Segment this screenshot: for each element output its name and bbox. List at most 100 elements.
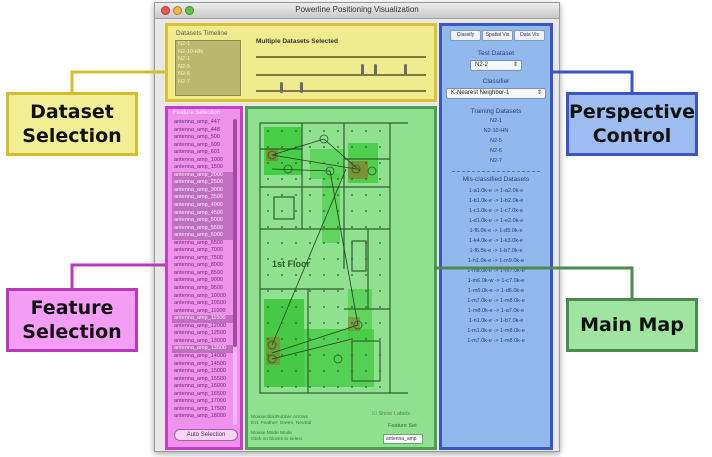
zoom-window-button[interactable] [185, 6, 194, 15]
feature-list-scrollbar[interactable] [233, 119, 237, 425]
grid-dot [337, 322, 339, 324]
misclassified-dataset-item[interactable]: 1-m1.0k-e -> 1-m8.0k-e [467, 328, 525, 334]
feature-list-item[interactable]: antenna_amp_2000 [172, 171, 236, 180]
feature-list-item[interactable]: antenna_amp_601 [174, 149, 220, 156]
feature-list-item[interactable]: antenna_amp_14000 [174, 352, 226, 359]
misclassified-dataset-item[interactable]: 1-f6.5k-e -> 1-b7.0k-e [469, 248, 523, 254]
timeline-track[interactable] [256, 56, 426, 58]
classify-button[interactable]: Classify [450, 30, 481, 41]
feature-list-item[interactable]: antenna_amp_10000 [174, 292, 226, 299]
feature-list-item[interactable]: antenna_amp_7000 [174, 247, 223, 254]
feature-list-item[interactable]: antenna_amp_6500 [174, 239, 223, 246]
feature-list-item[interactable]: antenna_amp_3500 [172, 194, 236, 203]
feature-list-item[interactable]: antenna_amp_8500 [174, 269, 223, 276]
timeline-marker[interactable] [404, 64, 407, 75]
misclassified-dataset-item[interactable]: 1-m6.0k-e -> 1-m7.0k-e [467, 268, 525, 274]
grid-dot [323, 162, 325, 164]
dataset-list-item[interactable]: N2-1 [178, 41, 190, 47]
misclassified-dataset-item[interactable]: 1-m6.0k-e -> 1-d6.0k-e [467, 288, 525, 294]
feature-list-item[interactable]: antenna_amp_9500 [174, 285, 223, 292]
feature-list-item[interactable]: antenna_amp_13000 [174, 337, 226, 344]
feature-list-item[interactable]: antenna_amp_448 [174, 126, 220, 133]
grid-dot [281, 226, 283, 228]
sensor-points[interactable] [267, 134, 377, 364]
dataset-list-item[interactable]: N2-6 [178, 71, 190, 77]
feature-set-title: Feature Set [388, 423, 417, 429]
feature-list-item[interactable]: antenna_amp_15500 [174, 375, 226, 382]
feature-list-item[interactable]: antenna_amp_18000 [174, 413, 226, 420]
feature-list-item[interactable]: antenna_amp_11500 [172, 315, 236, 323]
feature-list-item[interactable]: antenna_amp_9000 [174, 277, 223, 284]
feature-list-item[interactable]: antenna_amp_1000 [174, 156, 223, 163]
feature-list-item[interactable]: antenna_amp_8000 [174, 262, 223, 269]
dataset-list-item[interactable]: N2-1 [178, 56, 190, 62]
misclassified-dataset-item[interactable]: 1-h1.0k-e -> 1-m9.0k-e [467, 258, 525, 264]
misclassified-datasets-label: Mis-classified Datasets [462, 176, 530, 183]
misclassified-dataset-item[interactable]: 1-d1.0k-e -> 1-e2.0k-e [468, 218, 524, 224]
grid-dot [267, 370, 269, 372]
timeline-marker[interactable] [374, 64, 377, 75]
misclassified-dataset-item[interactable]: 1-m8.0k-e -> 1-a7.0k-e [467, 308, 525, 314]
misclassified-dataset-item[interactable]: 1-b1.0k-e -> 1-b2.0k-e [468, 198, 524, 204]
timeline-marker[interactable] [361, 64, 364, 75]
grid-dot [281, 354, 283, 356]
feature-list-item[interactable]: antenna_amp_600 [174, 141, 220, 148]
heat-block[interactable] [322, 173, 340, 243]
feature-list-item[interactable]: antenna_amp_4000 [172, 202, 236, 210]
misclassified-dataset-item[interactable]: 1-n1.0k-e -> 1-b7.0k-e [468, 318, 524, 324]
highlight-block[interactable] [348, 161, 368, 179]
feature-list-item[interactable]: antenna_amp_13500 [172, 345, 236, 353]
show-labels-checkbox[interactable]: ☑ Show Labels [372, 411, 410, 417]
map-help-text: Mouse Mode Mode [251, 431, 293, 436]
feature-list-item[interactable]: antenna_amp_3000 [172, 186, 236, 195]
dataset-list[interactable]: N2-1 N2-10-HN N2-1 N2-5 N2-6 N2-7 [175, 40, 241, 96]
scrollbar-thumb[interactable] [233, 119, 237, 347]
timeline-marker[interactable] [280, 82, 283, 93]
test-dataset-select[interactable]: N2-2 ⇕ [470, 60, 522, 71]
test-dataset-value: N2-2 [475, 62, 489, 68]
spatial-vis-button[interactable]: Spatial Vis [482, 30, 513, 41]
feature-list-item[interactable]: antenna_amp_7500 [174, 254, 223, 261]
dataset-list-item[interactable]: N2-5 [178, 63, 190, 70]
feature-list-item[interactable]: antenna_amp_1500 [174, 164, 223, 171]
feature-list-item[interactable]: antenna_amp_10500 [174, 300, 226, 307]
misclassified-dataset-item[interactable]: 1-a1.0k-e -> 1-a2.0k-e [468, 188, 524, 194]
feature-list-item[interactable]: antenna_amp_6000 [172, 232, 236, 240]
timeline-marker[interactable] [300, 82, 303, 93]
misclassified-dataset-item[interactable]: 1-m7.0k-e -> 1-m8.0k-e [467, 298, 525, 304]
minimize-window-button[interactable] [173, 6, 182, 15]
feature-list-item[interactable]: antenna_amp_16000 [174, 383, 226, 390]
data-vis-button[interactable]: Data Vis [514, 30, 545, 41]
feature-list-item[interactable]: antenna_amp_2500 [172, 179, 236, 187]
floor-plan-map[interactable]: 1st Floor [248, 109, 434, 447]
misclassified-dataset-item[interactable]: 1-m7.0k-e -> 1-m8.0k-e [467, 338, 525, 344]
feature-list-item[interactable]: antenna_amp_447 [174, 119, 220, 125]
feature-set-field[interactable]: antenna_amp [383, 434, 423, 444]
feature-list-item[interactable]: antenna_amp_4500 [172, 209, 236, 218]
misclassified-dataset-item[interactable]: 1-k4.0k-e -> 1-k3.0k-e [469, 238, 523, 244]
dataset-list-item[interactable]: N2-7 [178, 78, 190, 85]
feature-list-item[interactable]: antenna_amp_5000 [172, 217, 236, 225]
close-window-button[interactable] [161, 6, 170, 15]
auto-selection-button[interactable]: Auto Selection [174, 429, 238, 441]
misclassified-dataset-item[interactable]: 1-c1.0k-e -> 1-c7.0k-e [469, 208, 523, 214]
feature-list-item[interactable]: antenna_amp_12000 [174, 322, 226, 329]
feature-list-item[interactable]: antenna_amp_14500 [174, 360, 226, 367]
feature-list-item[interactable]: antenna_amp_11000 [174, 307, 226, 314]
feature-list-item[interactable]: antenna_amp_16500 [174, 390, 226, 397]
classifier-select[interactable]: K-Nearest Neighbor-1 ⇕ [446, 88, 546, 99]
timeline-track[interactable] [256, 74, 426, 76]
feature-list-item[interactable]: antenna_amp_500 [174, 134, 220, 141]
timeline-track[interactable] [256, 90, 426, 92]
grid-dot [309, 274, 311, 276]
feature-list-item[interactable]: antenna_amp_15000 [174, 368, 226, 375]
feature-list-item[interactable]: antenna_amp_17500 [174, 405, 226, 412]
feature-list-item[interactable]: antenna_amp_5500 [172, 224, 236, 233]
feature-list-item[interactable]: antenna_amp_17000 [174, 398, 226, 405]
grid-dot [351, 194, 353, 196]
feature-list-item[interactable]: antenna_amp_12500 [174, 330, 226, 337]
misclassified-dataset-item[interactable]: 1-m6.0k-w -> 1-c7.0k-e [467, 278, 525, 284]
dataset-list-item[interactable]: N2-10-HN [178, 48, 203, 55]
misclassified-dataset-item[interactable]: 1-f6.0k-e -> 1-d5.0k-e [469, 228, 523, 234]
